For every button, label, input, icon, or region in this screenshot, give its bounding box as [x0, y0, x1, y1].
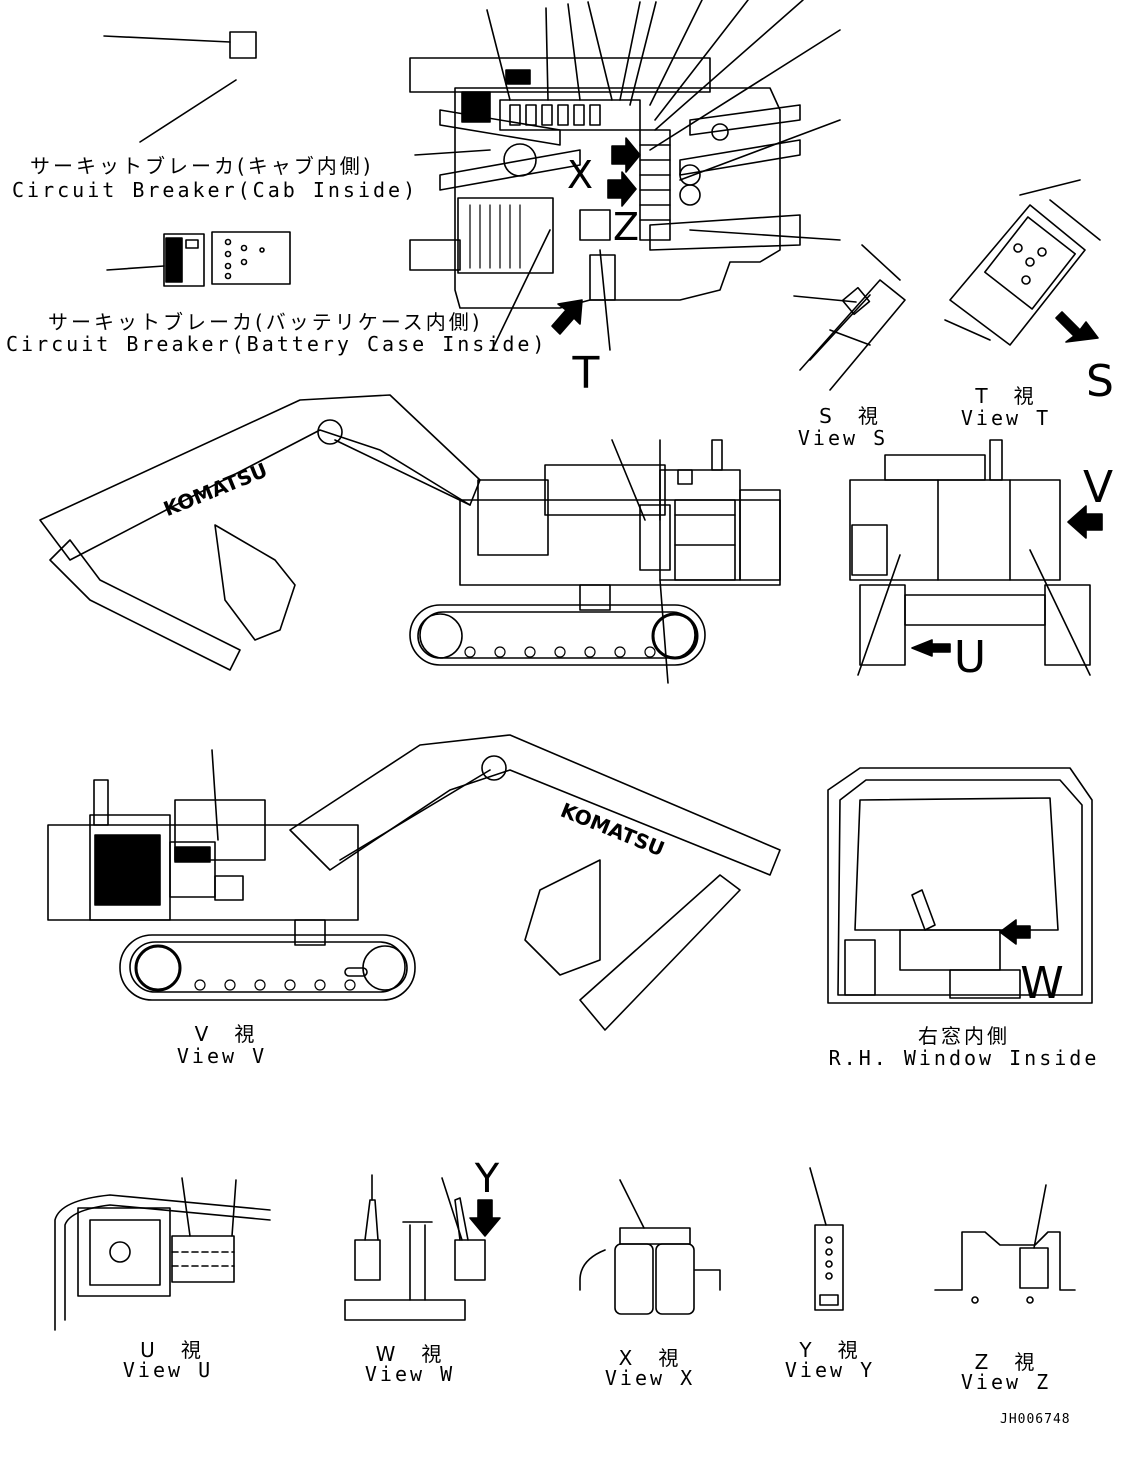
drawing-code: JH006748 [1000, 1412, 1071, 1427]
caption-view-t-jp: T 視 [975, 384, 1037, 408]
caption-view-u-en: View U [122, 1358, 214, 1382]
caption-view-w-jp: W 視 [375, 1342, 445, 1366]
marker-y-label: Y [474, 1156, 500, 1202]
circuit-breaker-cab-detail [103, 31, 257, 143]
marker-u-label: U [954, 632, 986, 683]
caption-cb-battery-en: Circuit Breaker(Battery Case Inside) [6, 332, 548, 356]
caption-view-w-en: View W [364, 1362, 456, 1386]
caption-view-v-en: View V [176, 1044, 268, 1068]
side-view-left [39, 394, 781, 684]
caption-rh-window-en: R.H. Window Inside [828, 1046, 1100, 1070]
view-w-detail [344, 1174, 501, 1321]
caption-view-s-jp: S 視 [819, 404, 881, 428]
view-y-detail [809, 1167, 844, 1311]
marker-x-label: X [567, 153, 593, 197]
view-z-detail [934, 1184, 1076, 1304]
view-t-detail [944, 179, 1101, 346]
caption-view-y-jp: Y 視 [799, 1338, 861, 1362]
view-x-detail [579, 1179, 721, 1315]
side-view-right [47, 734, 781, 1031]
caption-view-u-jp: U 視 [140, 1338, 204, 1362]
circuit-breaker-battery-detail [106, 231, 291, 287]
marker-t-label: T [572, 348, 600, 399]
view-u-detail [54, 1177, 271, 1331]
caption-view-v-jp: V 視 [194, 1022, 258, 1046]
caption-view-z-en: View Z [960, 1370, 1052, 1394]
marker-s-label: S [1086, 356, 1114, 407]
brand-text-left: KOMATSU [160, 458, 271, 521]
caption-view-x-en: View X [604, 1366, 696, 1390]
caption-cb-cab-en: Circuit Breaker(Cab Inside) [12, 178, 419, 202]
brand-text-right: KOMATSU [557, 798, 668, 861]
caption-rh-window-jp: 右窓内側 [918, 1024, 1010, 1048]
caption-view-t-en: View T [960, 406, 1052, 430]
marker-w-label: W [1020, 958, 1064, 1009]
caption-view-s-en: View S [797, 426, 889, 450]
marker-v-label: V [1083, 462, 1113, 513]
caption-view-y-en: View Y [784, 1358, 876, 1382]
view-s-detail [793, 244, 906, 391]
caption-view-z-jp: Z 視 [974, 1350, 1038, 1374]
caption-cb-battery-jp: サーキットブレーカ(バッテリケース内側) [48, 310, 483, 334]
top-plan-view [409, 0, 841, 351]
caption-view-x-jp: X 視 [618, 1346, 682, 1370]
marker-z-label: Z [613, 205, 639, 249]
rear-view-u [849, 439, 1103, 676]
rh-window-inside-view [827, 767, 1093, 1004]
caption-cb-cab-jp: サーキットブレーカ(キャブ内側) [30, 154, 374, 178]
